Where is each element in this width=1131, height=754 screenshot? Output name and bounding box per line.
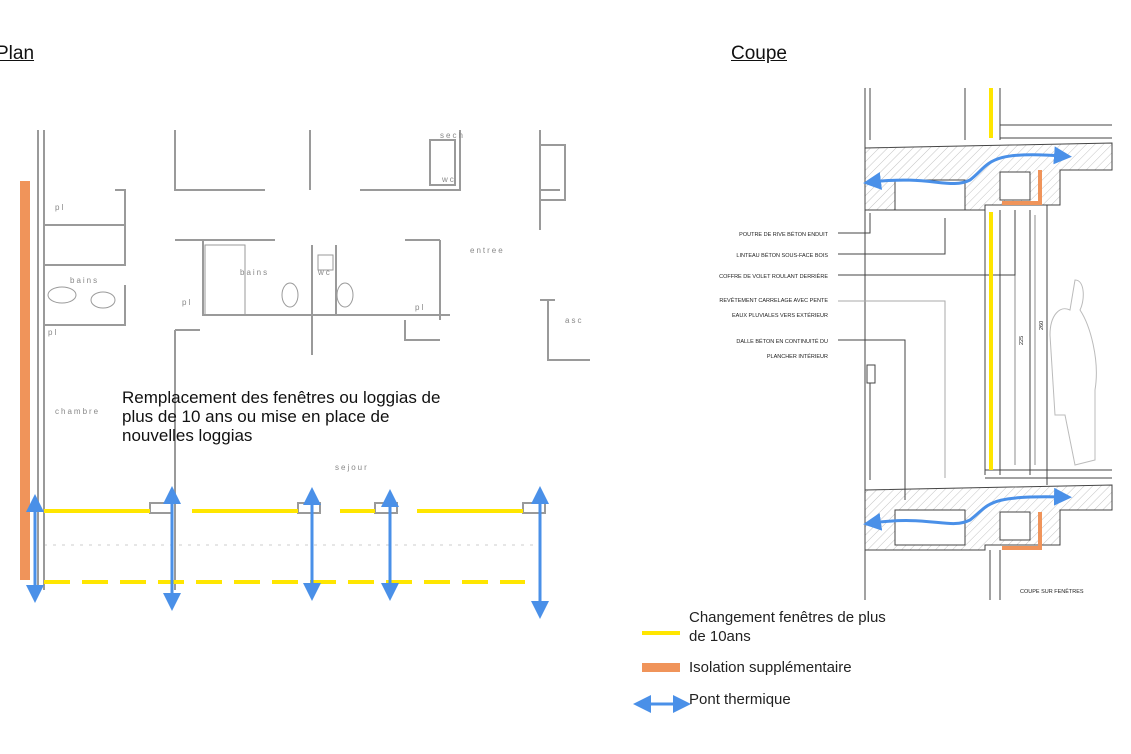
thermal-bridge-arrows — [26, 486, 549, 619]
coupe-thermal-arrows — [863, 146, 1072, 531]
legend-item-windows: Changement fenêtres de plus de 10ans — [689, 609, 886, 645]
room-label: entree — [470, 246, 505, 255]
annotation: REVÊTEMENT CARRELAGE AVEC PENTE — [719, 296, 828, 304]
coupe-title: Coupe — [731, 43, 787, 64]
room-label: pl — [55, 203, 65, 212]
legend-item-insulation: Isolation supplémentaire — [689, 659, 852, 676]
dimension-260: 260 — [1039, 321, 1045, 330]
annotation: COFFRE DE VOLET ROULANT DERRIÈRE — [719, 273, 828, 280]
plan-drawing — [37, 130, 590, 590]
room-label: pl — [48, 328, 58, 337]
window-lines — [44, 509, 525, 584]
legend-orange-bar-icon — [642, 663, 680, 672]
room-label: sejour — [335, 463, 369, 472]
coupe-caption: COUPE SUR FENÊTRES — [1020, 587, 1084, 595]
room-label: sech — [440, 131, 465, 140]
legend-item-thermal-bridge: Pont thermique — [689, 691, 791, 708]
room-label: wc — [317, 268, 332, 277]
annotation: PLANCHER INTÉRIEUR — [767, 353, 828, 360]
plan-title: Plan — [0, 43, 35, 64]
room-label: pl — [415, 303, 425, 312]
room-label: bains — [70, 276, 99, 285]
insulation-bar — [20, 181, 30, 580]
annotation: DALLE BÉTON EN CONTINUITÉ DU — [736, 338, 828, 345]
room-label: pl — [182, 298, 192, 307]
thermal-bridge-arrow — [863, 487, 1072, 531]
annotation: POUTRE DE RIVE BÉTON ENDUIT — [739, 231, 828, 238]
annotation: LINTEAU BÉTON SOUS-FACE BOIS — [736, 252, 828, 259]
plan-note: Remplacement des fenêtres ou loggias de … — [122, 388, 441, 445]
room-label: chambre — [55, 407, 100, 416]
room-label: asc — [565, 316, 583, 325]
plan-room-labels: pl bains pl pl bains wc pl entree asc ch… — [48, 131, 583, 472]
dimension-225: 225 — [1019, 336, 1025, 345]
room-label: bains — [240, 268, 269, 277]
room-label: wc — [441, 175, 456, 184]
thermal-bridge-arrow — [863, 146, 1072, 190]
annotation: EAUX PLUVIALES VERS EXTÉRIEUR — [732, 312, 828, 319]
coupe-annotations: POUTRE DE RIVE BÉTON ENDUIT LINTEAU BÉTO… — [719, 231, 829, 360]
